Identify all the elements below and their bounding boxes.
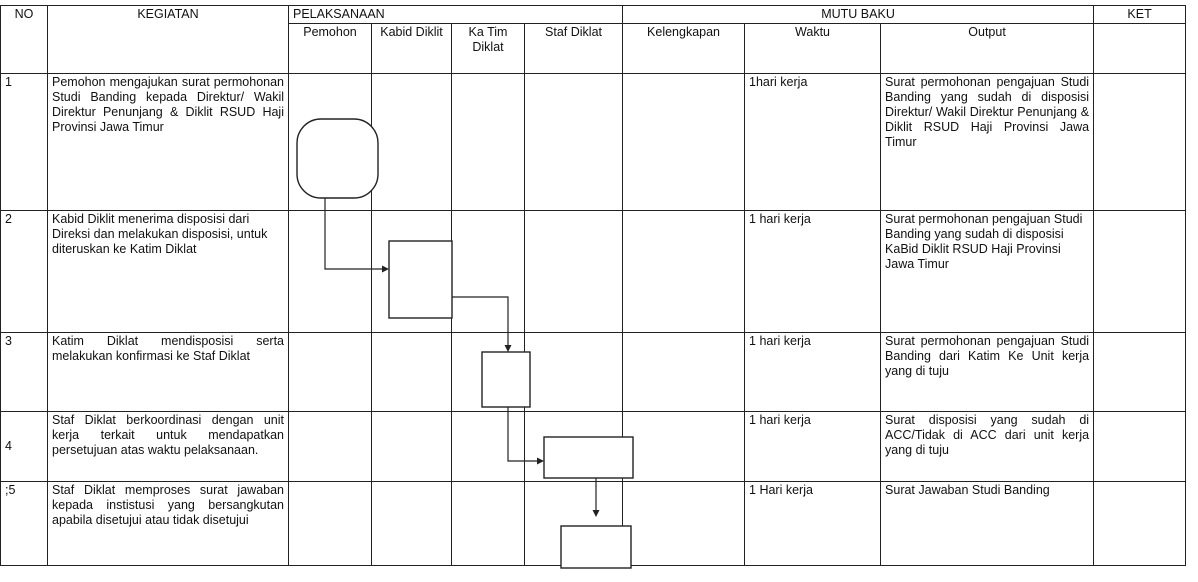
row-number: ;5 [0, 481, 48, 566]
row-output: Surat disposisi yang sudah di ACC/Tidak … [880, 411, 1095, 482]
lane-staf-cell [523, 210, 624, 333]
header-row-top: NO KEGIATAN PELAKSANAAN MUTU BAKU KET [0, 5, 1187, 74]
lane-katim-cell [451, 332, 525, 412]
sop-table: NO KEGIATAN PELAKSANAAN MUTU BAKU KET Pe… [0, 5, 1187, 566]
row-kelengkapan [622, 481, 746, 566]
table-row: 4 Staf Diklat berkoordinasi dengan unit … [0, 411, 1187, 482]
row-ket [1093, 210, 1187, 333]
lane-pemohon-cell [288, 332, 372, 412]
header-output: Output [880, 23, 1095, 74]
lane-kabid-cell [371, 411, 452, 482]
row-kegiatan: Pemohon mengajukan surat permohonan Stud… [47, 73, 289, 211]
row-output: Surat permohonan pengajuan Studi Banding… [880, 210, 1095, 333]
table-row: 1 Pemohon mengajukan surat permohonan St… [0, 73, 1187, 211]
header-ket-blank [1093, 23, 1187, 74]
lane-kabid-cell [371, 481, 452, 566]
header-waktu: Waktu [744, 23, 882, 74]
header-ka-tim-diklat: Ka Tim Diklat [451, 23, 525, 74]
row-output: Surat Jawaban Studi Banding [880, 481, 1095, 566]
row-output: Surat permohonan pengajuan Studi Banding… [880, 73, 1095, 211]
table-row: 3 Katim Diklat mendisposisi serta melaku… [0, 332, 1187, 412]
row-waktu: 1 hari kerja [744, 332, 882, 412]
lane-kabid-cell [371, 210, 452, 333]
lane-pemohon-cell [288, 73, 372, 211]
lane-staf-cell [523, 73, 624, 211]
lane-staf-cell [523, 411, 624, 482]
row-number: 4 [0, 411, 48, 482]
header-ket: KET [1093, 5, 1187, 24]
row-ket [1093, 481, 1187, 566]
lane-kabid-cell [371, 332, 452, 412]
row-kelengkapan [622, 332, 746, 412]
lane-pemohon-cell [288, 481, 372, 566]
row-kegiatan: Staf Diklat memproses surat jawaban kepa… [47, 481, 289, 566]
header-row-sub: Pemohon Kabid Diklit Ka Tim Diklat Staf … [1, 23, 1187, 74]
row-kegiatan: Katim Diklat mendisposisi serta melakuka… [47, 332, 289, 412]
lane-katim-cell [451, 411, 525, 482]
lane-katim-cell [451, 73, 525, 211]
header-mutu-baku: MUTU BAKU [622, 5, 1095, 24]
row-waktu: 1 hari kerja [744, 210, 882, 333]
row-kegiatan: Kabid Diklit menerima disposisi dari Dir… [47, 210, 289, 333]
lane-katim-cell [451, 210, 525, 333]
row-kelengkapan [622, 411, 746, 482]
lane-staf-cell [523, 332, 624, 412]
table-row: 2 Kabid Diklit menerima disposisi dari D… [0, 210, 1187, 333]
lane-staf-cell [523, 481, 624, 566]
row-ket [1093, 73, 1187, 211]
row-number: 1 [0, 73, 48, 211]
row-ket [1093, 332, 1187, 412]
lane-pemohon-cell [288, 210, 372, 333]
table-row: ;5 Staf Diklat memproses surat jawaban k… [0, 481, 1187, 566]
row-number: 3 [0, 332, 48, 412]
lane-pemohon-cell [288, 411, 372, 482]
lane-kabid-cell [371, 73, 452, 211]
header-pelaksanaan: PELAKSANAAN [287, 5, 624, 24]
row-number: 2 [0, 210, 48, 333]
row-kelengkapan [622, 210, 746, 333]
header-kelengkapan: Kelengkapan [622, 23, 746, 74]
header-kabid-diklit: Kabid Diklit [371, 23, 452, 74]
row-kegiatan: Staf Diklat berkoordinasi dengan unit ke… [47, 411, 289, 482]
row-ket [1093, 411, 1187, 482]
header-staf-diklat: Staf Diklat [523, 23, 624, 74]
row-output: Surat permohonan pengajuan Studi Banding… [880, 332, 1095, 412]
row-kelengkapan [622, 73, 746, 211]
lane-katim-cell [451, 481, 525, 566]
row-waktu: 1hari kerja [744, 73, 882, 211]
row-waktu: 1 hari kerja [744, 411, 882, 482]
row-waktu: 1 Hari kerja [744, 481, 882, 566]
header-kegiatan: KEGIATAN [47, 5, 289, 74]
header-no: NO [0, 5, 48, 74]
header-pemohon: Pemohon [288, 23, 372, 74]
